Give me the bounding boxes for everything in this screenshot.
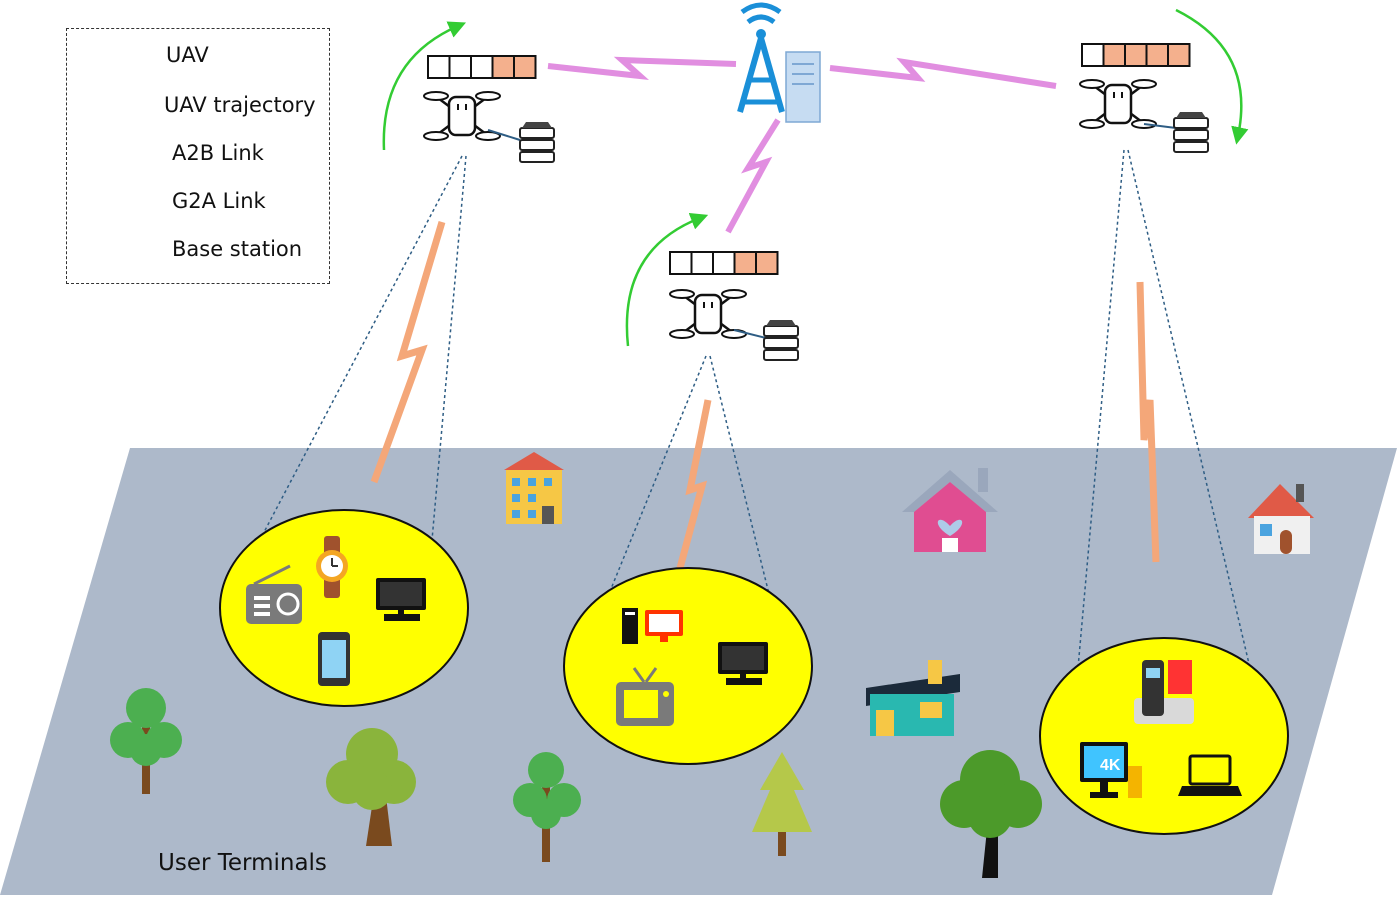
buffer-slot-empty	[448, 55, 472, 79]
legend-label-base-station: Base station	[172, 237, 303, 261]
heart-house-icon	[902, 468, 998, 552]
user-cluster-center	[563, 567, 813, 765]
buffer-slot-filled	[491, 55, 515, 79]
monitor-icon	[376, 578, 426, 621]
legend-label-g2a: G2A Link	[172, 189, 266, 213]
buffer-slot-empty	[427, 55, 451, 79]
user-cluster-left	[219, 509, 469, 707]
buffer-queue	[1081, 43, 1191, 67]
trajectory-arrow-left	[382, 21, 467, 151]
uav-icon	[422, 90, 502, 142]
television-icon	[616, 667, 674, 726]
tree-icon	[513, 752, 581, 862]
buffer-queue	[669, 251, 779, 275]
radio-icon	[246, 564, 302, 624]
uav-center	[668, 251, 799, 361]
laptop-icon	[1178, 754, 1242, 796]
buffer-slot-filled	[513, 55, 537, 79]
buffer-queue	[427, 55, 537, 79]
legend-label-uav: UAV	[166, 43, 209, 67]
desktop-computer-icon	[622, 608, 683, 644]
a2b-link-left	[547, 56, 737, 80]
tree-icon	[752, 752, 812, 856]
legend-label-trajectory: UAV trajectory	[164, 93, 316, 117]
monitor-icon	[718, 642, 768, 685]
cordless-phone-icon	[1134, 660, 1194, 724]
tree-icon	[326, 728, 416, 846]
teal-house-icon	[866, 660, 960, 736]
buffer-slot-empty	[712, 251, 736, 275]
coverage-line	[431, 155, 467, 541]
legend-label-a2b: A2B Link	[172, 141, 264, 165]
buffer-slot-empty	[1081, 43, 1105, 67]
uav-left	[422, 55, 555, 163]
buffer-slot-filled	[1124, 43, 1148, 67]
uav-icon	[1078, 78, 1158, 130]
coverage-line	[709, 355, 773, 607]
tv-4k-icon: 4K	[1080, 742, 1142, 798]
trajectory-arrow-right	[1175, 8, 1249, 145]
server-icon	[763, 319, 799, 361]
g2a-link-right	[1136, 281, 1160, 563]
trajectory-arrow-center	[625, 213, 709, 347]
buffer-slot-empty	[470, 55, 494, 79]
g2a-link-left	[370, 220, 446, 484]
house-icon	[1248, 484, 1314, 554]
buffer-slot-empty	[690, 251, 714, 275]
server-icon	[519, 121, 555, 163]
user-terminals-label: User Terminals	[158, 850, 327, 876]
smartphone-icon	[318, 632, 350, 686]
tree-icon	[110, 688, 182, 794]
server-icon	[1173, 111, 1209, 153]
legend	[66, 28, 330, 284]
tree-icon	[940, 750, 1042, 878]
tv-4k-label: 4K	[1100, 757, 1121, 774]
coverage-line	[1077, 149, 1125, 669]
apartment-building-icon	[504, 452, 564, 524]
buffer-slot-filled	[733, 251, 757, 275]
coverage-line	[1127, 149, 1251, 669]
buffer-slot-filled	[1167, 43, 1191, 67]
buffer-slot-empty	[669, 251, 693, 275]
buffer-slot-filled	[1145, 43, 1169, 67]
g2a-link-center	[676, 399, 712, 569]
uav-right	[1078, 43, 1209, 153]
a2b-link-center	[725, 118, 781, 234]
base-station-icon	[737, 2, 821, 123]
buffer-slot-filled	[1102, 43, 1126, 67]
a2b-link-right	[829, 57, 1057, 89]
watch-icon	[316, 536, 348, 598]
buffer-slot-filled	[755, 251, 779, 275]
